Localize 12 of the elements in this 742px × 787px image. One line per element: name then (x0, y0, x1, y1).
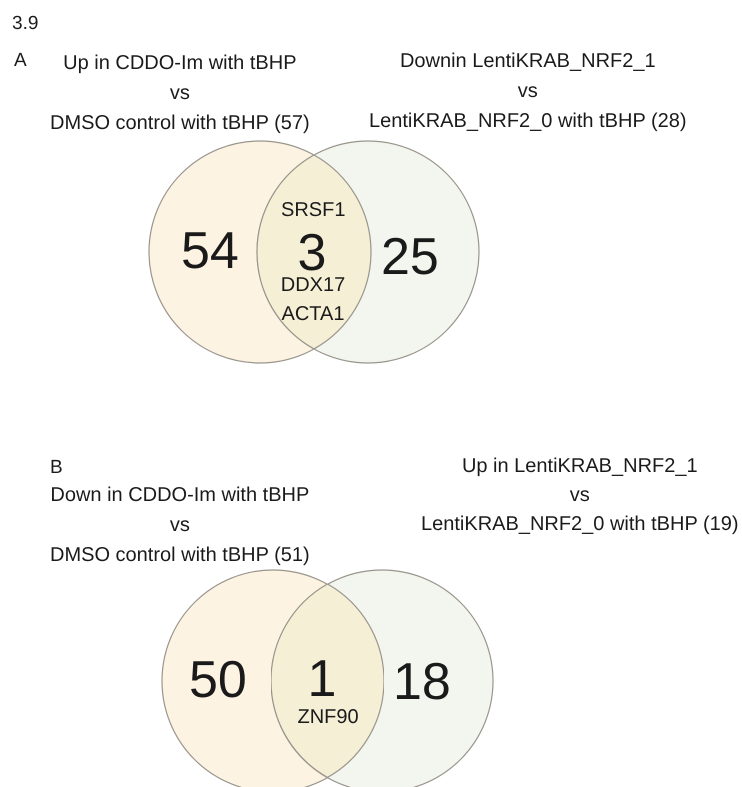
count-number: 54 (181, 223, 239, 281)
count-number: 18 (393, 654, 451, 712)
set-heading: Downin LentiKRAB_NRF2_1 vs LentiKRAB_NRF2_0 with tBHP (28) (369, 49, 687, 134)
set-heading: Up in CDDO-Im with tBHP vs DMSO control with tBHP (57) (50, 51, 310, 136)
panel-letter: B (50, 458, 63, 477)
panel-letter: A (14, 51, 27, 70)
count-number: 25 (381, 229, 439, 287)
count-number: 50 (189, 652, 247, 710)
set-heading: Up in LentiKRAB_NRF2_1 vs LentiKRAB_NRF2_0 with tBHP (19) (421, 454, 739, 537)
gene-name: SRSF1 (281, 198, 346, 221)
figure-number: 3.9 (12, 14, 38, 33)
set-heading: Down in CDDO-Im with tBHP vs DMSO control with tBHP (51) (50, 483, 310, 568)
